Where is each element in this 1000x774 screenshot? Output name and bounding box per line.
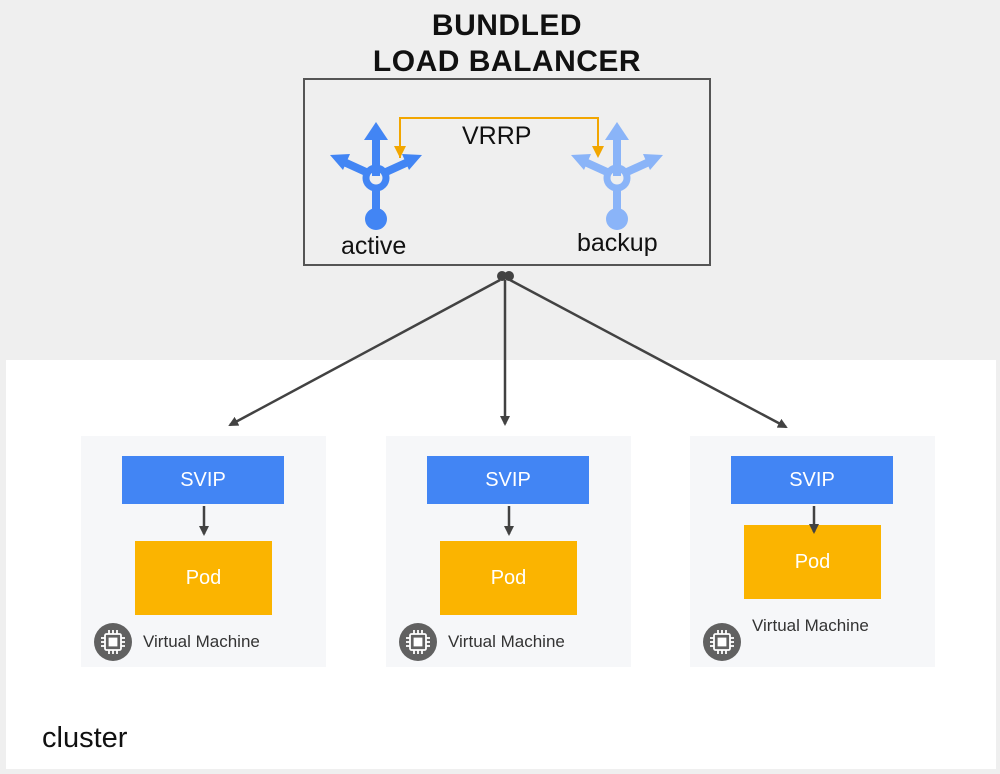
pod-box-2: Pod bbox=[440, 541, 577, 615]
cpu-chip-glyph-3 bbox=[710, 630, 734, 654]
vrrp-arrowhead-left bbox=[394, 146, 406, 158]
svip-box-3: SVIP bbox=[731, 456, 893, 504]
vm-label-3: Virtual Machine bbox=[752, 616, 869, 635]
backup-label: backup bbox=[577, 229, 658, 257]
cpu-chip-glyph-1 bbox=[101, 630, 125, 654]
vm-label-2: Virtual Machine bbox=[448, 632, 565, 651]
vrrp-label: VRRP bbox=[462, 122, 532, 150]
connection-hub bbox=[497, 271, 507, 281]
pod-box-3: Pod bbox=[744, 525, 881, 599]
title-line-1: BUNDLED bbox=[431, 9, 583, 42]
svip-box-2: SVIP bbox=[427, 456, 589, 504]
svip-box-1: SVIP bbox=[122, 456, 284, 504]
router-arrows-icon-active bbox=[330, 122, 422, 230]
lb-to-vm1-arrow bbox=[228, 278, 501, 427]
pod-box-1: Pod bbox=[135, 541, 272, 615]
vm-label-1: Virtual Machine bbox=[143, 632, 260, 651]
router-arrows-icon-backup bbox=[571, 122, 663, 230]
cpu-chip-glyph-2 bbox=[406, 630, 430, 654]
active-label: active bbox=[341, 232, 407, 260]
diagram-title: BUNDLED LOAD BALANCER bbox=[300, 8, 714, 80]
connection-hub-2 bbox=[504, 271, 514, 281]
lb-to-vm3-arrow bbox=[509, 278, 788, 429]
cluster-label: cluster bbox=[42, 722, 128, 754]
title-line-2: LOAD BALANCER bbox=[372, 45, 642, 78]
vrrp-arrow bbox=[399, 117, 599, 158]
vrrp-arrowhead-right bbox=[592, 146, 604, 158]
